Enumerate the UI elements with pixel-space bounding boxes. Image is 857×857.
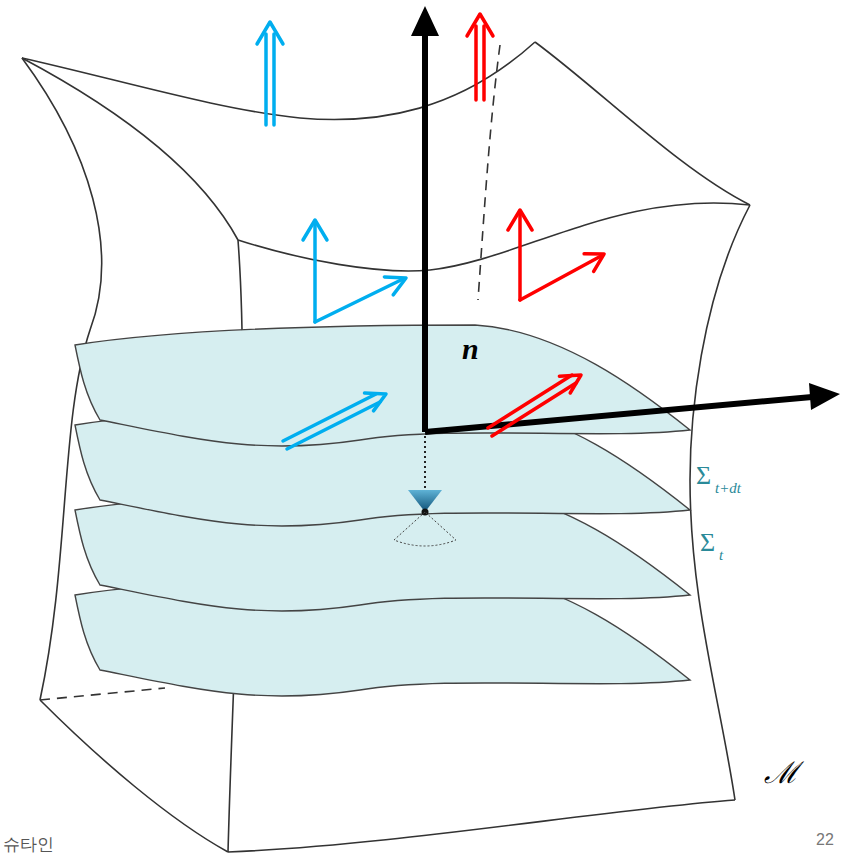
footer-text: 슈타인 — [3, 836, 54, 853]
slice-subscript: t — [719, 548, 723, 563]
page-number: 22 — [816, 832, 834, 848]
spacetime-outline — [22, 42, 750, 852]
blue-vectors — [257, 22, 406, 449]
hypersurface-slices — [75, 325, 690, 696]
slice-subscript: t+dt — [715, 481, 741, 496]
red-vectors — [467, 14, 604, 436]
observer-cone — [394, 436, 456, 546]
normal-vector-label: n — [462, 334, 479, 364]
slice-label: Σ — [696, 463, 711, 489]
manifold-label: ℳ — [764, 758, 799, 788]
black-axes — [411, 6, 840, 432]
slice-label: Σ — [700, 530, 715, 556]
